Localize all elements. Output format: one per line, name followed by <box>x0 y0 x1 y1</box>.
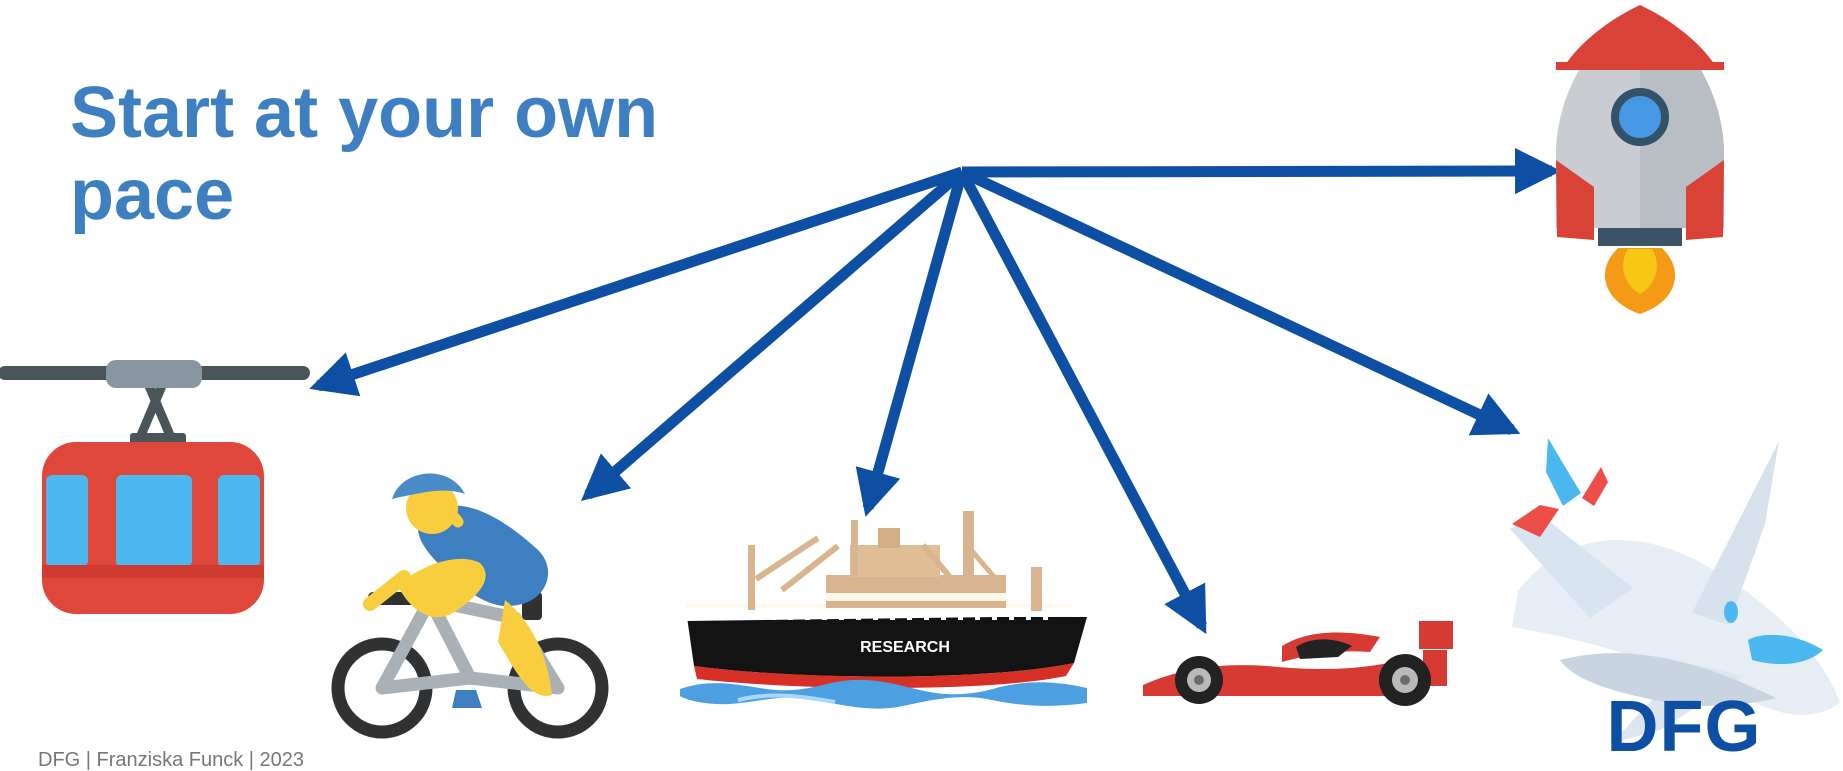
cyclist-icon <box>331 473 609 739</box>
arrow-to-research-ship <box>855 170 968 517</box>
ship-label: RESEARCH <box>860 639 950 656</box>
race-car-icon <box>1143 614 1453 706</box>
slide-title: Start at your own pace <box>70 73 659 235</box>
arrow-to-rocket <box>961 147 1562 195</box>
airplane-icon: DFG <box>1510 438 1840 767</box>
arrow-group <box>309 147 1562 635</box>
dfg-logo: DFG <box>1607 687 1762 767</box>
rocket-icon <box>1556 5 1724 314</box>
research-ship-icon: RESEARCH <box>680 511 1087 709</box>
cable-car-icon <box>0 360 310 614</box>
arrow-to-airplane <box>959 167 1521 436</box>
arrow-to-cable-car <box>309 166 964 397</box>
slide-footer: DFG | Franziska Funck | 2023 <box>38 749 305 771</box>
arrow-to-race-car <box>957 169 1207 635</box>
arrow-to-cyclist <box>581 167 966 502</box>
